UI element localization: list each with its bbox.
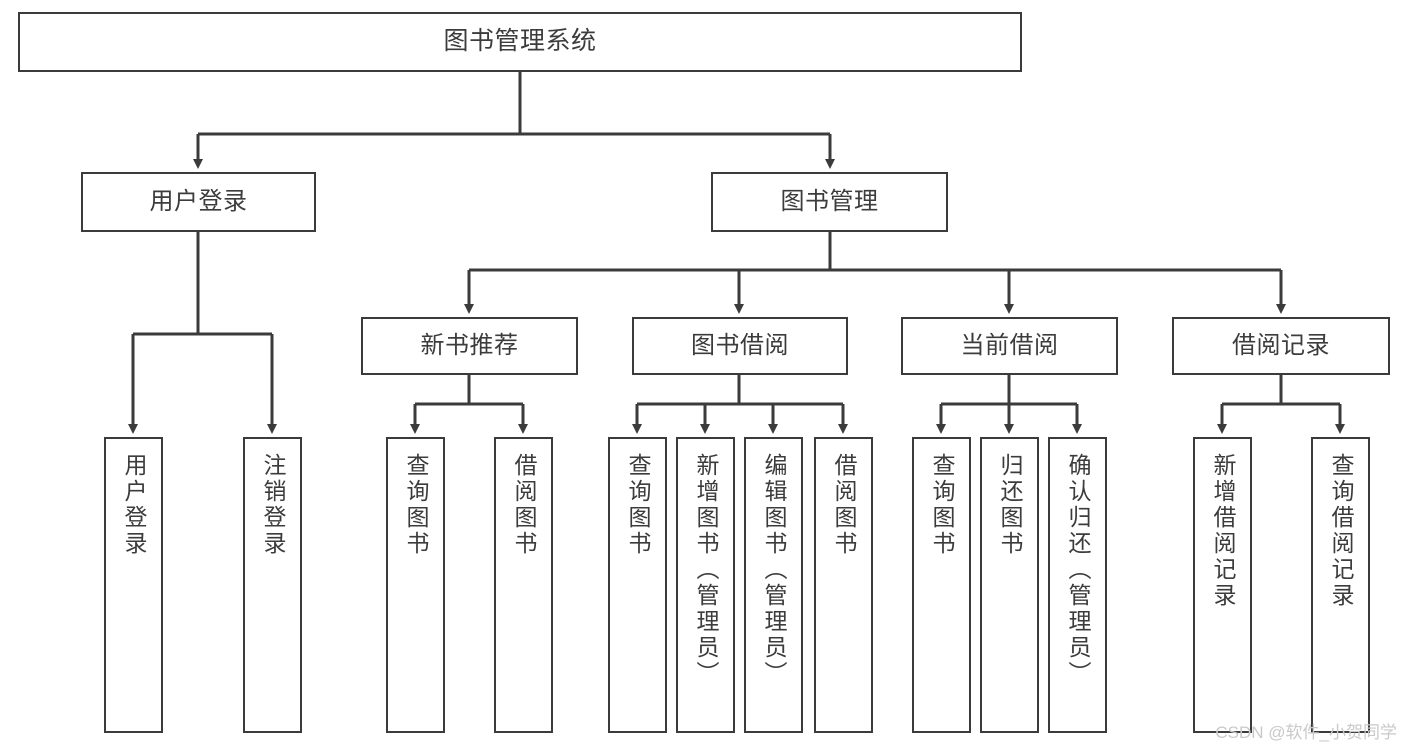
node-label: 注销登录 [260,453,286,557]
node-label: 查询借阅记录 [1328,453,1354,609]
node-label: 借阅图书 [511,453,537,557]
node-new-book-recommend[interactable]: 新书推荐 [361,317,578,375]
node-label: 借阅图书 [831,453,857,557]
node-label: 图书借阅 [691,331,789,359]
leaf-record-add-record[interactable]: 新增借阅记录 [1193,437,1252,733]
watermark-text: CSDN @软件_小贺同学 [1215,723,1397,742]
node-label: 查询图书 [403,453,429,557]
node-label: 新增图书（管理员） [693,453,719,687]
node-label: 图书管理系统 [443,27,597,56]
leaf-borrow-borrow-book[interactable]: 借阅图书 [814,437,873,733]
leaf-current-confirm-return[interactable]: 确认归还（管理员） [1048,437,1107,733]
node-label: 当前借阅 [960,331,1059,359]
node-book-management[interactable]: 图书管理 [711,172,948,232]
node-label: 确认归还（管理员） [1065,453,1091,687]
leaf-current-query-book[interactable]: 查询图书 [912,437,971,733]
node-borrow-record[interactable]: 借阅记录 [1172,317,1390,375]
leaf-user-login-logout[interactable]: 注销登录 [243,437,302,733]
node-label: 新增借阅记录 [1210,453,1236,609]
node-label: 新书推荐 [420,331,519,359]
node-label: 图书管理 [780,187,879,215]
node-current-borrow[interactable]: 当前借阅 [901,317,1118,375]
node-label: 用户登录 [149,187,248,215]
node-label: 查询图书 [929,453,955,557]
leaf-current-return-book[interactable]: 归还图书 [980,437,1039,733]
node-label: 编辑图书（管理员） [761,453,787,687]
node-label: 借阅记录 [1232,331,1330,359]
node-book-borrow[interactable]: 图书借阅 [632,317,848,375]
leaf-borrow-add-book[interactable]: 新增图书（管理员） [676,437,735,733]
leaf-recommend-query-book[interactable]: 查询图书 [386,437,445,733]
leaf-record-query-record[interactable]: 查询借阅记录 [1311,437,1370,733]
leaf-borrow-edit-book[interactable]: 编辑图书（管理员） [744,437,803,733]
node-label: 归还图书 [997,453,1023,557]
leaf-recommend-borrow-book[interactable]: 借阅图书 [494,437,553,733]
node-user-login[interactable]: 用户登录 [81,172,316,232]
node-label: 用户登录 [121,453,147,557]
node-root-system[interactable]: 图书管理系统 [18,12,1022,72]
leaf-borrow-query-book[interactable]: 查询图书 [608,437,667,733]
leaf-user-login-login[interactable]: 用户登录 [104,437,163,733]
node-label: 查询图书 [625,453,651,557]
